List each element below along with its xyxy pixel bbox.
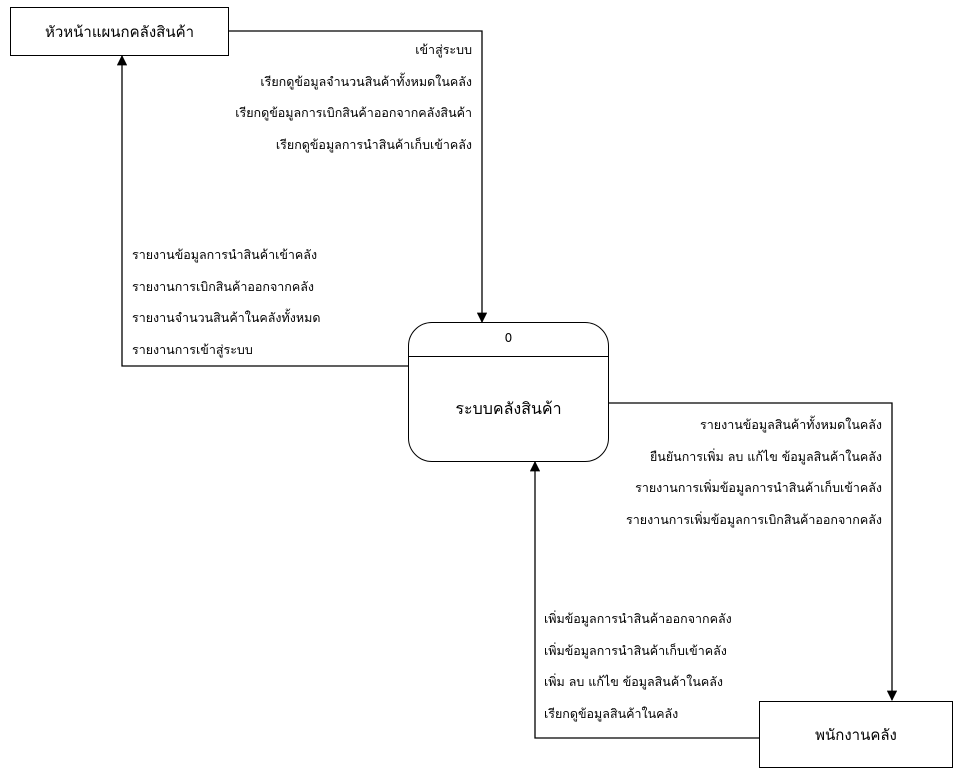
- flow-line-head-to-system: [229, 30, 488, 324]
- flow-label: เรียกดูข้อมูลการนำสินค้าเก็บเข้าคลัง: [275, 136, 472, 152]
- flow-labels-system-to-head: รายงานข้อมูลการนำสินค้าเข้าคลัง รายงานกา…: [132, 239, 402, 365]
- process-name: ระบบคลังสินค้า: [455, 399, 562, 418]
- flow-line-staff-to-system: [529, 460, 759, 739]
- process-divider: [409, 356, 608, 357]
- flow-label: เพิ่มข้อมูลการนำสินค้าออกจากคลัง: [544, 611, 732, 626]
- flow-line-system-to-staff: [609, 402, 898, 702]
- flow-label: รายงานการเพิ่มข้อมูลการเบิกสินค้าออกจากค…: [626, 511, 882, 527]
- flow-label: รายงานการเข้าสู่ระบบ: [132, 341, 253, 357]
- flow-label: รายงานการเบิกสินค้าออกจากคลัง: [132, 278, 314, 294]
- flow-label: เพิ่มข้อมูลการนำสินค้าเก็บเข้าคลัง: [544, 642, 727, 658]
- flow-label: เรียกดูข้อมูลการเบิกสินค้าออกจากคลังสินค…: [235, 105, 472, 120]
- flow-label: ยืนยันการเพิ่ม ลบ แก้ไข ข้อมูลสินค้าในคล…: [649, 448, 882, 464]
- entity-warehouse-staff: พนักงานคลัง: [759, 701, 953, 768]
- flow-label: รายงานข้อมูลสินค้าทั้งหมดในคลัง: [700, 417, 882, 432]
- flow-labels-staff-to-system: เพิ่มข้อมูลการนำสินค้าออกจากคลัง เพิ่มข้…: [544, 603, 804, 729]
- flow-labels-system-to-staff: รายงานข้อมูลสินค้าทั้งหมดในคลัง ยืนยันกา…: [560, 409, 882, 535]
- process-warehouse-system: 0 ระบบคลังสินค้า: [408, 322, 609, 462]
- flow-label: เรียกดูข้อมูลสินค้าในคลัง: [544, 705, 679, 721]
- flow-label: รายงานการเพิ่มข้อมูลการนำสินค้าเก็บเข้าค…: [635, 480, 882, 495]
- entity-warehouse-staff-label: พนักงานคลัง: [815, 725, 897, 744]
- flow-label: เรียกดูข้อมูลจำนวนสินค้าทั้งหมดในคลัง: [260, 73, 472, 89]
- flow-label: รายงานจำนวนสินค้าในคลังทั้งหมด: [132, 310, 321, 325]
- flow-line-system-to-head: [116, 54, 408, 367]
- flow-label: รายงานข้อมูลการนำสินค้าเข้าคลัง: [132, 247, 318, 262]
- flow-labels-head-to-system: เข้าสู่ระบบ เรียกดูข้อมูลจำนวนสินค้าทั้ง…: [140, 34, 472, 160]
- process-id: 0: [504, 331, 513, 345]
- entity-warehouse-head: หัวหน้าแผนกคลังสินค้า: [10, 7, 229, 56]
- entity-warehouse-head-label: หัวหน้าแผนกคลังสินค้า: [44, 22, 195, 41]
- flow-label: เข้าสู่ระบบ: [415, 42, 472, 57]
- flow-label: เพิ่ม ลบ แก้ไข ข้อมูลสินค้าในคลัง: [544, 674, 724, 689]
